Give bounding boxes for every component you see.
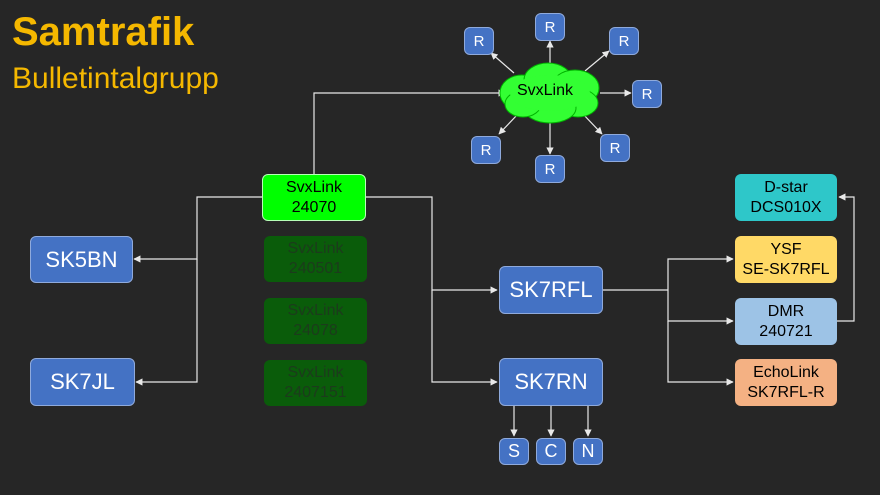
repeater-node: R [535,13,565,41]
hub-line1: SvxLink [285,178,343,196]
svxlink-hub-node: SvxLink 24070 [262,174,366,221]
sk7rn-output-c: C [536,438,566,465]
repeater-node: R [471,136,501,164]
inactive-group-node: SvxLink 240501 [264,236,367,282]
station-sk7rn: SK7RN [499,358,603,406]
ysf-line1: YSF [770,240,802,258]
dmr-to-dstar-line [837,193,855,322]
sk7rn-output-n: N [573,438,603,465]
repeater-node: R [600,134,630,162]
echolink-line2: SK7RFL-R [747,383,825,401]
sk7rfl-to-dmr-line [667,290,734,325]
network-ysf: YSF SE-SK7RFL [735,236,837,283]
sk7rfl-to-echolink-line [667,321,734,386]
inactive-line2: 240501 [288,260,343,277]
echolink-line1: EchoLink [753,363,819,381]
page-title: Samtrafik [12,10,195,54]
hub-to-sk7jl-line [135,259,198,386]
inactive-group-node: SvxLink 2407151 [264,360,367,406]
station-sk7rfl: SK7RFL [499,266,603,314]
repeater-node: R [464,27,494,55]
sk7rfl-to-ysf-line [667,255,734,290]
station-sk7jl: SK7JL [30,358,135,406]
inactive-line1: SvxLink [287,240,344,257]
hub-to-sk7rfl-line [366,196,498,294]
hub-line2: 24070 [291,198,337,216]
dstar-line2: DCS010X [750,198,822,216]
hub-to-cloud-line [313,89,506,174]
inactive-group-node: SvxLink 24078 [264,298,367,344]
repeater-node: R [632,80,662,108]
dmr-line1: DMR [767,302,805,320]
ysf-line2: SE-SK7RFL [742,260,830,278]
cloud-label: SvxLink [516,82,574,99]
sk7rn-output-s: S [499,438,529,465]
station-sk5bn: SK5BN [30,236,133,283]
cloud-ray [490,52,515,74]
repeater-node: R [535,155,565,183]
cloud-ray [584,50,610,72]
network-dmr: DMR 240721 [735,298,837,345]
hub-to-sk5bn-line [133,196,262,263]
inactive-line1: SvxLink [287,302,344,319]
repeater-node: R [609,27,639,55]
inactive-line2: 24078 [293,322,338,339]
dstar-line1: D-star [764,178,808,196]
dmr-line2: 240721 [759,322,813,340]
cloud-ray [498,113,519,135]
inactive-line1: SvxLink [287,364,344,381]
hub-to-sk7rn-line [431,290,498,386]
inactive-line2: 2407151 [284,384,347,401]
page-subtitle: Bulletintalgrupp [12,62,219,95]
network-echolink: EchoLink SK7RFL-R [735,359,837,406]
network-dstar: D-star DCS010X [735,174,837,221]
